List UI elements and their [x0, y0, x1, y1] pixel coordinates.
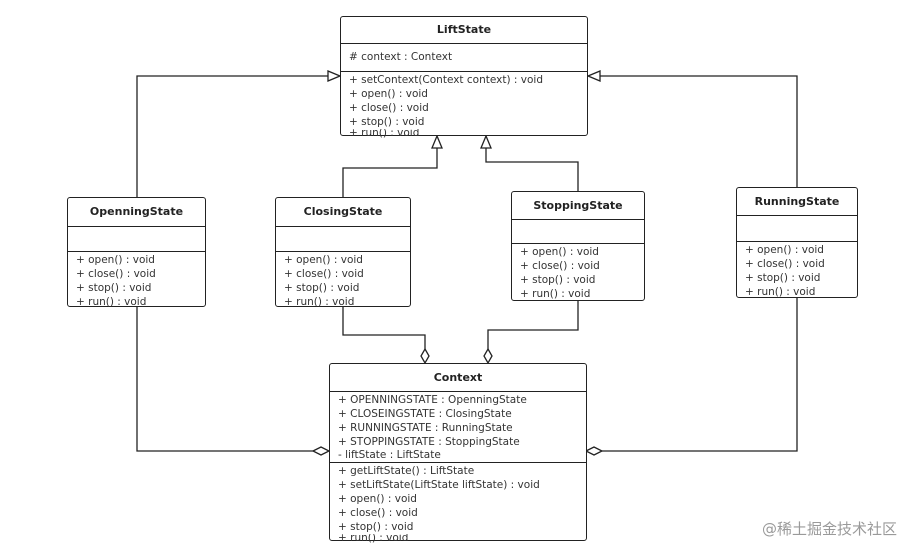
methods: + getLiftState() : LiftState + setLiftSt…: [330, 463, 586, 543]
attribute: + STOPPINGSTATE : StoppingState: [338, 436, 520, 448]
attribute: # context : Context: [349, 51, 453, 63]
method: + run() : void: [349, 129, 420, 138]
method: + open() : void: [284, 254, 363, 266]
method: + stop() : void: [349, 116, 425, 128]
method: + open() : void: [745, 244, 824, 256]
class-name: StoppingState: [512, 192, 644, 220]
method: + close() : void: [745, 258, 825, 270]
method: + stop() : void: [76, 282, 152, 294]
aggregation-diamond-icon: [483, 347, 493, 365]
attributes: [512, 220, 644, 244]
attribute: + CLOSEINGSTATE : ClosingState: [338, 408, 512, 420]
attributes: [737, 216, 857, 242]
methods: + open() : void + close() : void + stop(…: [512, 244, 644, 301]
class-name: ClosingState: [276, 198, 410, 227]
attributes: [276, 227, 410, 252]
inheritance-arrow-icon: [327, 70, 342, 82]
attribute: + OPENNINGSTATE : OpenningState: [338, 394, 527, 406]
method: + setLiftState(LiftState liftState) : vo…: [338, 479, 540, 491]
aggregation-diamond-icon: [311, 446, 331, 456]
method: + run() : void: [284, 296, 355, 308]
method: + close() : void: [76, 268, 156, 280]
class-context[interactable]: Context + OPENNINGSTATE : OpenningState …: [329, 363, 587, 543]
inheritance-arrow-icon: [586, 70, 601, 82]
method: + run() : void: [745, 286, 816, 298]
generalization-openning: [136, 75, 328, 197]
method: + run() : void: [338, 534, 409, 543]
method: + setContext(Context context) : void: [349, 74, 543, 86]
method: + close() : void: [349, 102, 429, 114]
method: + run() : void: [76, 296, 147, 308]
methods: + open() : void + close() : void + stop(…: [68, 252, 205, 309]
class-closingstate[interactable]: ClosingState + open() : void + close() :…: [275, 197, 411, 309]
method: + getLiftState() : LiftState: [338, 465, 475, 477]
method: + close() : void: [338, 507, 418, 519]
attributes: # context : Context: [341, 44, 587, 72]
class-name: RunningState: [737, 188, 857, 216]
methods: + setContext(Context context) : void + o…: [341, 72, 587, 138]
generalization-closing: [342, 148, 438, 197]
methods: + open() : void + close() : void + stop(…: [737, 242, 857, 299]
class-openningstate[interactable]: OpenningState + open() : void + close() …: [67, 197, 206, 309]
class-name: LiftState: [341, 17, 587, 44]
methods: + open() : void + close() : void + stop(…: [276, 252, 410, 309]
generalization-running: [600, 75, 798, 187]
aggregation-closing: [342, 307, 426, 349]
aggregation-stopping: [487, 300, 579, 349]
method: + stop() : void: [338, 521, 414, 533]
class-stoppingstate[interactable]: StoppingState + open() : void + close() …: [511, 191, 645, 301]
aggregation-diamond-icon: [584, 446, 604, 456]
method: + close() : void: [284, 268, 364, 280]
class-name: OpenningState: [68, 198, 205, 227]
method: + stop() : void: [520, 274, 596, 286]
inheritance-arrow-icon: [480, 134, 492, 149]
method: + open() : void: [338, 493, 417, 505]
attributes: + OPENNINGSTATE : OpenningState + CLOSEI…: [330, 392, 586, 463]
method: + stop() : void: [745, 272, 821, 284]
attributes: [68, 227, 205, 252]
inheritance-arrow-icon: [431, 134, 443, 149]
method: + open() : void: [349, 88, 428, 100]
method: + open() : void: [76, 254, 155, 266]
attribute: - liftState : LiftState: [338, 449, 441, 461]
aggregation-running: [602, 297, 798, 452]
method: + open() : void: [520, 246, 599, 258]
method: + close() : void: [520, 260, 600, 272]
class-runningstate[interactable]: RunningState + open() : void + close() :…: [736, 187, 858, 298]
class-liftstate[interactable]: LiftState # context : Context + setConte…: [340, 16, 588, 138]
aggregation-diamond-icon: [420, 347, 430, 365]
class-name: Context: [330, 364, 586, 392]
attribute: + RUNNINGSTATE : RunningState: [338, 422, 513, 434]
aggregation-openning: [136, 307, 313, 452]
watermark: @稀土掘金技术社区: [761, 520, 897, 538]
method: + run() : void: [520, 288, 591, 300]
method: + stop() : void: [284, 282, 360, 294]
generalization-stopping: [485, 148, 579, 191]
